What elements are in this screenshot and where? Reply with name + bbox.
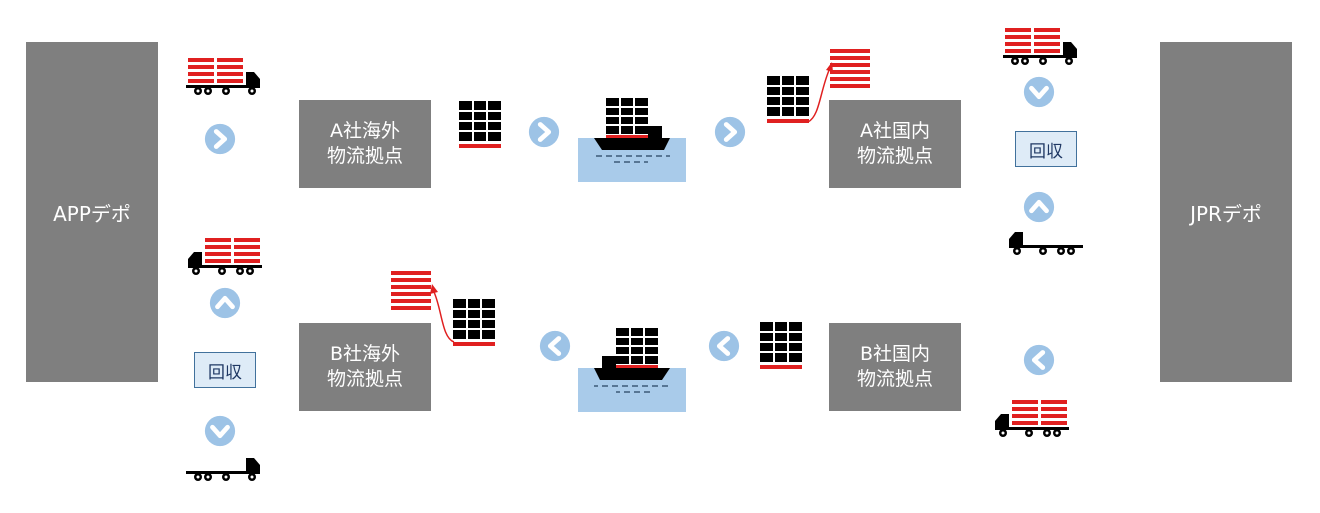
truck-empty-icon — [186, 442, 262, 482]
app-depot-label: APPデポ — [53, 201, 131, 226]
container-cargo-icon — [767, 76, 809, 124]
chevron-right-icon — [203, 122, 237, 156]
unload-arrow-icon — [807, 62, 833, 123]
app-depot: APPデポ — [26, 42, 158, 382]
a-domestic-hub: A社国内 物流拠点 — [829, 100, 961, 188]
pallet-stack-icon — [830, 49, 870, 93]
b-domestic-hub-line2: 物流拠点 — [856, 368, 933, 390]
b-domestic-hub-line1: B社国内 — [859, 343, 931, 365]
chevron-up-icon — [208, 286, 242, 320]
a-overseas-hub: A社海外 物流拠点 — [299, 100, 431, 188]
chevron-right-icon — [713, 115, 747, 149]
truck-loaded-icon — [1003, 26, 1079, 66]
chevron-right-icon — [527, 115, 561, 149]
recover-label-app-text: 回収 — [208, 362, 242, 383]
recover-label-jpr: 回収 — [1015, 131, 1077, 167]
truck-loaded-icon — [186, 56, 262, 96]
a-overseas-hub-line1: A社海外 — [330, 120, 400, 142]
ship-icon — [578, 98, 686, 182]
b-overseas-hub-line1: B社海外 — [329, 343, 401, 365]
jpr-depot: JPRデポ — [1160, 42, 1292, 382]
pallet-stack-icon — [391, 271, 431, 315]
recover-label-jpr-text: 回収 — [1029, 141, 1063, 162]
jpr-depot-label: JPRデポ — [1190, 201, 1262, 226]
truck-loaded-icon — [186, 236, 262, 276]
container-cargo-icon — [760, 322, 802, 370]
chevron-left-icon — [538, 329, 572, 363]
a-overseas-hub-line2: 物流拠点 — [326, 145, 403, 167]
a-domestic-hub-line2: 物流拠点 — [856, 145, 933, 167]
container-cargo-icon — [453, 299, 495, 347]
ship-icon — [578, 328, 686, 412]
truck-loaded-icon — [993, 398, 1069, 438]
chevron-left-icon — [707, 329, 741, 363]
chevron-left-icon — [1022, 343, 1056, 377]
b-domestic-hub: B社国内 物流拠点 — [829, 323, 961, 411]
chevron-down-icon — [1022, 75, 1056, 109]
b-overseas-hub-line2: 物流拠点 — [326, 368, 403, 390]
container-cargo-icon — [459, 101, 501, 149]
recover-label-app: 回収 — [194, 352, 256, 388]
a-domestic-hub-line1: A社国内 — [860, 120, 930, 142]
truck-empty-icon — [1007, 216, 1083, 256]
b-overseas-hub: B社海外 物流拠点 — [299, 323, 431, 411]
unload-arrow-icon — [430, 284, 455, 343]
